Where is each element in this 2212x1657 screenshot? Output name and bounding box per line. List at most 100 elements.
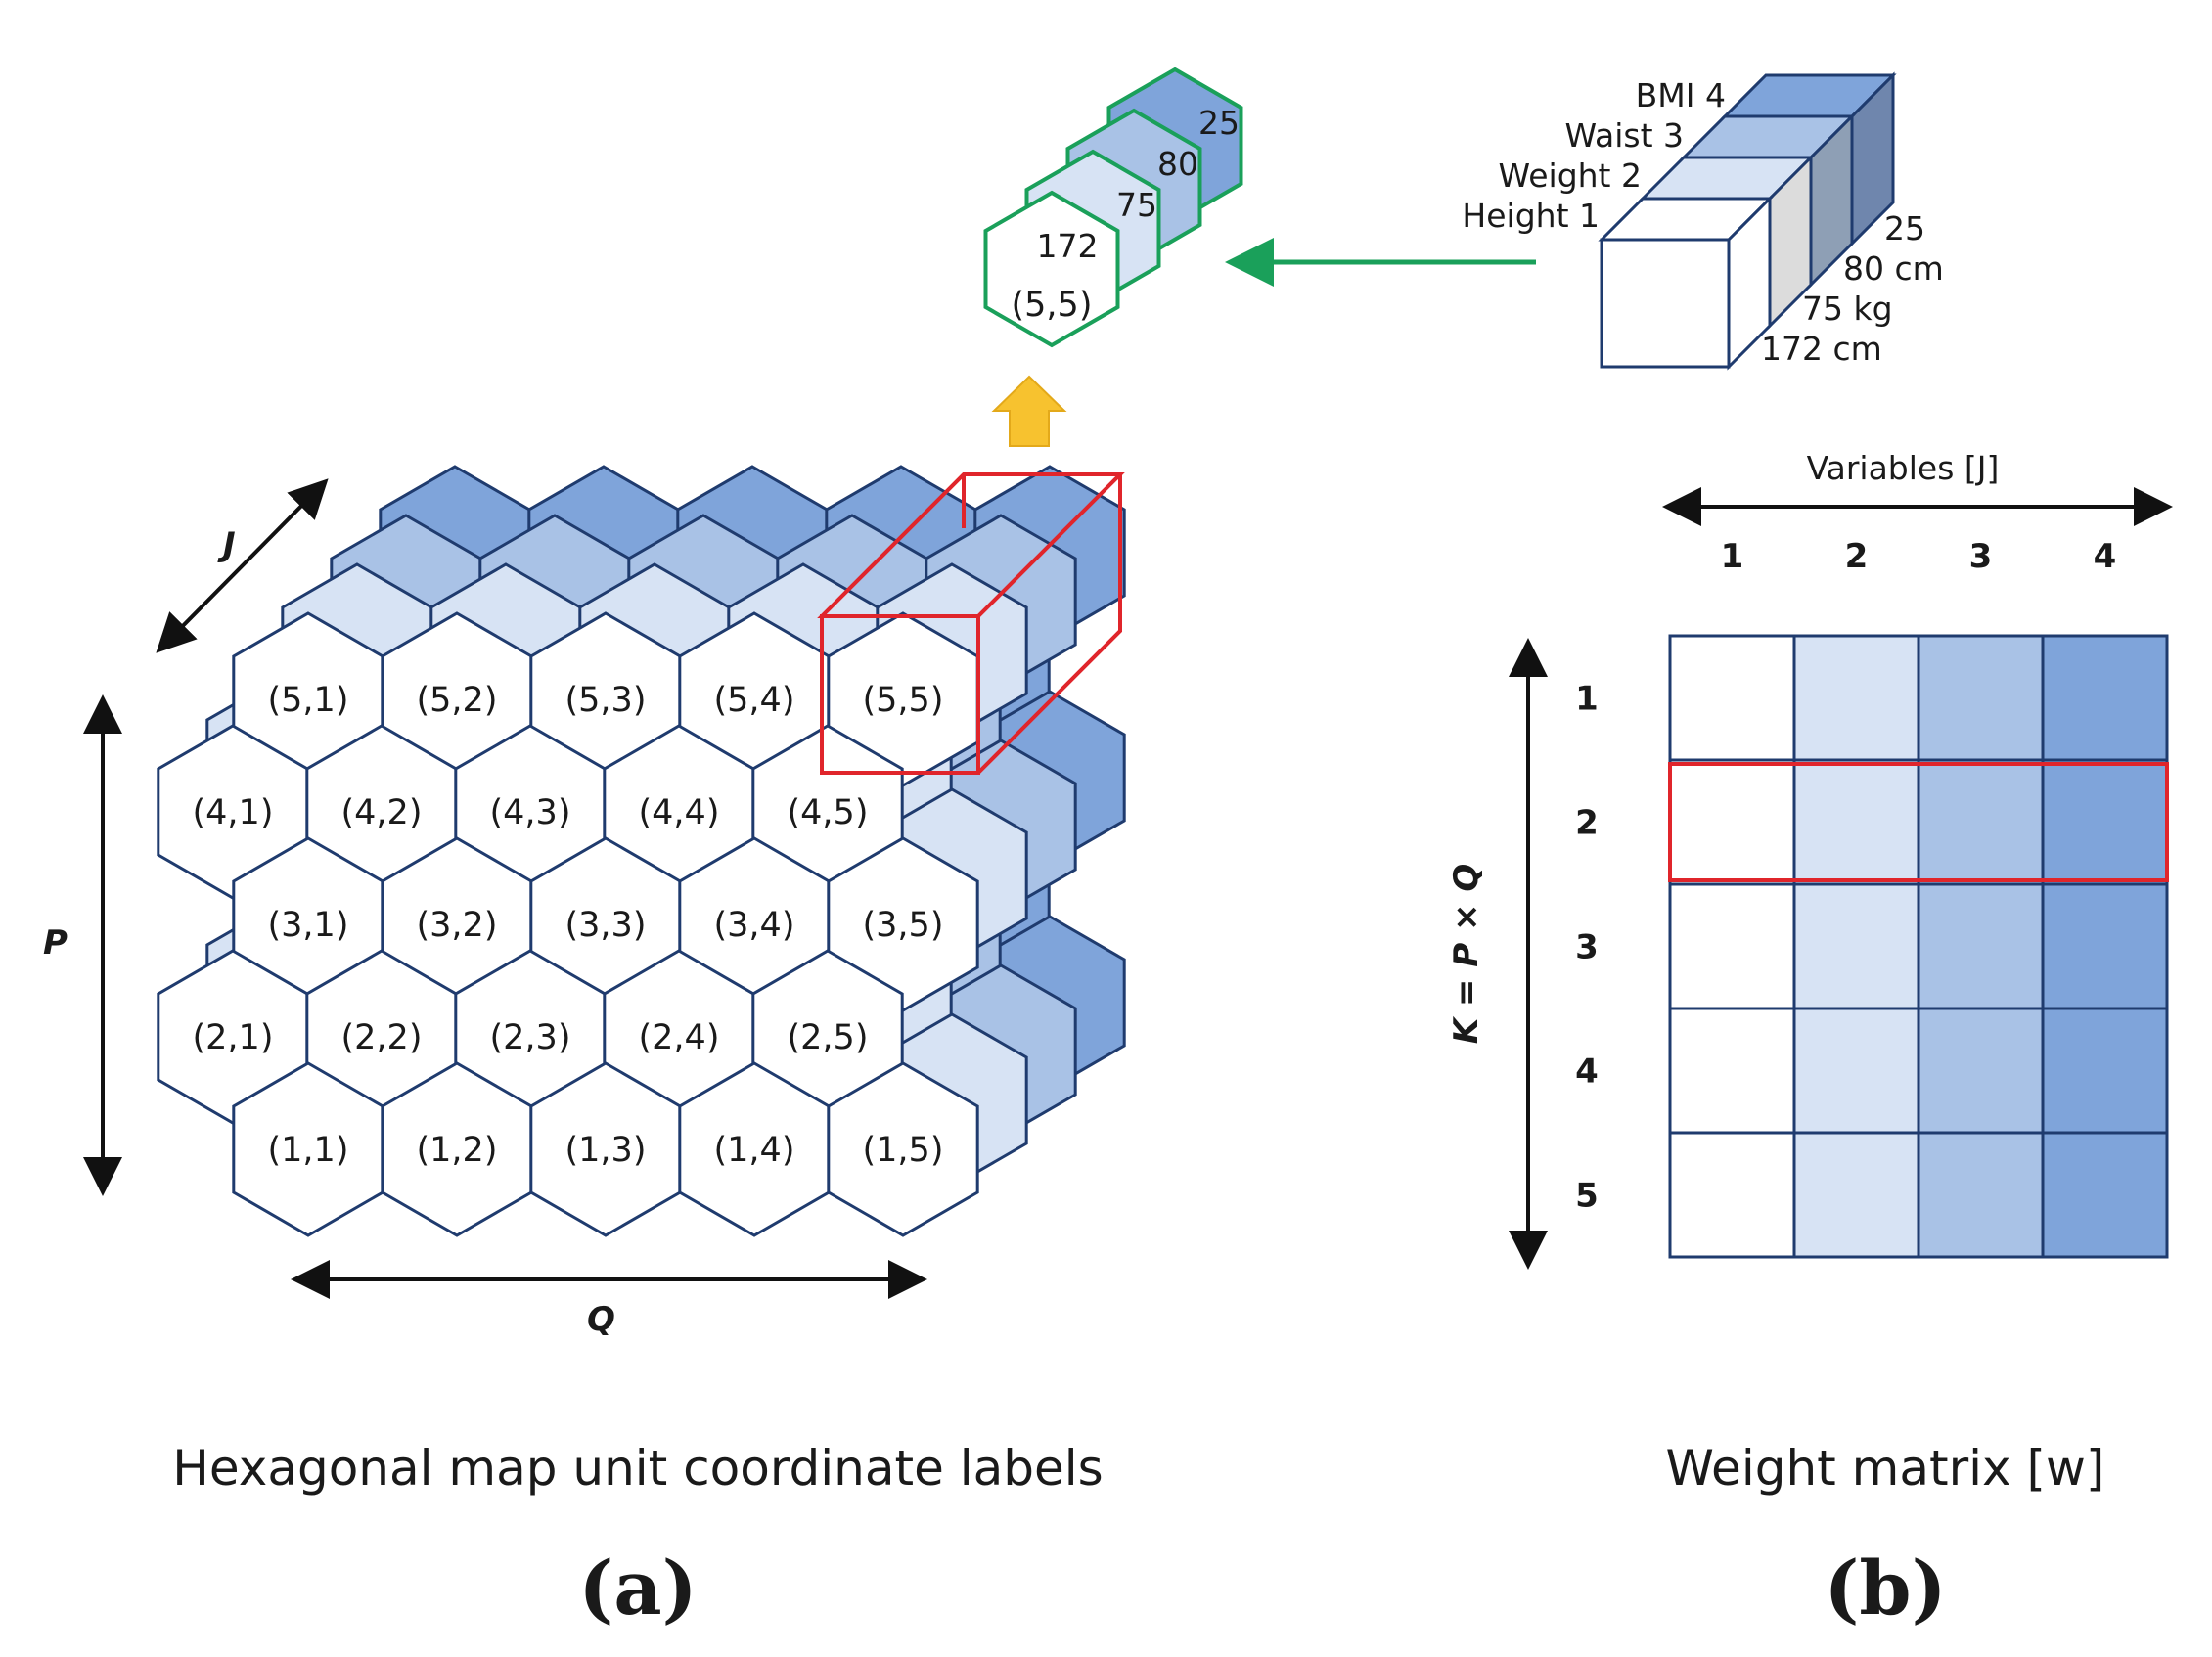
matrix-column-indices: 1 2 3 4: [1721, 537, 2117, 576]
matrix-cell: [2041, 1007, 2169, 1135]
hex-coordinate-label: (5,3): [565, 681, 647, 720]
row-index: 1: [1575, 680, 1599, 719]
column-index: 1: [1721, 537, 1744, 576]
stack-value: 75: [1116, 186, 1157, 224]
map-unit-hex: (1,2): [381, 1061, 533, 1237]
map-unit-hex: (2,4): [603, 949, 755, 1125]
variable-value-label: 172 cm: [1761, 330, 1882, 368]
row-index: 4: [1575, 1052, 1599, 1092]
hex-coordinate-label: (1,2): [417, 1131, 498, 1170]
map-unit-hex: (3,1): [232, 836, 384, 1012]
hex-coordinate-label: (3,4): [714, 906, 795, 945]
stack-hex: [983, 190, 1120, 348]
row-index: 2: [1575, 804, 1599, 843]
matrix-x-title: Variables [J]: [1807, 449, 2000, 487]
matrix-cell: [2041, 882, 2169, 1010]
hex-coordinate-label: (2,4): [639, 1018, 720, 1057]
column-index: 2: [1845, 537, 1869, 576]
axis-j-label: J: [217, 525, 236, 564]
hex-coordinate-label: (5,2): [417, 681, 498, 720]
matrix-cell: [1917, 634, 2045, 762]
map-unit-hex: (5,2): [381, 611, 533, 787]
hex-coordinate-label: (1,5): [863, 1131, 944, 1170]
matrix-row-indices: 1 2 3 4 5: [1575, 680, 1599, 1216]
matrix-y-title: K = P × Q: [1447, 864, 1486, 1045]
matrix-cell: [2041, 1131, 2169, 1259]
axis-j-arrow: [156, 478, 329, 653]
hex-coordinate-label: (5,4): [714, 681, 795, 720]
hex-cell: [827, 1061, 979, 1237]
variable-name-label: Height 1: [1462, 197, 1600, 235]
stack-value: 80: [1157, 145, 1198, 183]
matrix-cell: [2041, 758, 2169, 886]
column-index: 3: [1969, 537, 1993, 576]
row-index: 5: [1575, 1177, 1599, 1216]
hex-coordinate-label: (5,1): [268, 681, 349, 720]
hex-coordinate-label: (4,2): [341, 793, 423, 832]
hex-coordinate-label: (4,1): [193, 793, 274, 832]
map-unit-hex: (5,1): [232, 611, 384, 787]
hex-coordinate-label: (2,3): [490, 1018, 571, 1057]
up-arrow-icon: [991, 375, 1067, 447]
matrix-cell: [2041, 634, 2169, 762]
variable-value-label: 25: [1884, 209, 1925, 247]
map-unit-hex: (1,1): [232, 1061, 384, 1237]
variable-name-label: BMI 4: [1636, 76, 1726, 114]
map-unit-hex: (4,4): [603, 724, 755, 900]
matrix-cell: [1668, 758, 1796, 886]
hex-coordinate-label: (3,3): [565, 906, 647, 945]
hex-coordinate-label: (1,3): [565, 1131, 647, 1170]
variable-value-label: 75 kg: [1802, 290, 1893, 328]
hex-coordinate-label: (3,5): [863, 906, 944, 945]
stack-value: 172: [1037, 227, 1099, 265]
hex-coordinate-label: (5,5): [863, 681, 944, 720]
variable-name-label: Weight 2: [1499, 157, 1642, 195]
map-unit-hex: (2,5): [751, 949, 904, 1125]
axis-p-label: P: [43, 923, 68, 963]
matrix-cell: [1917, 758, 2045, 886]
map-unit-hex: (2,1): [157, 949, 309, 1125]
map-unit-hex: (4,1): [157, 724, 309, 900]
matrix-cell: [1792, 634, 1920, 762]
matrix-cell: [1792, 758, 1920, 886]
matrix-cell: [1668, 882, 1796, 1010]
variable-value-label: 80 cm: [1843, 249, 1944, 288]
hex-coordinate-label: (4,5): [788, 793, 869, 832]
matrix-cell: [1917, 1131, 2045, 1259]
matrix-cell: [1668, 634, 1796, 762]
map-unit-hex: (1,4): [678, 1061, 831, 1237]
row-index: 3: [1575, 928, 1599, 967]
variable-name-label: Waist 3: [1564, 116, 1684, 155]
matrix-cell: [1792, 1131, 1920, 1259]
matrix-cell: [1668, 1131, 1796, 1259]
hex-coordinate-label: (2,2): [341, 1018, 423, 1057]
matrix-cell: [1917, 1007, 2045, 1135]
panel-b-label: (b): [1824, 1545, 1946, 1632]
map-unit-hex: (2,2): [305, 949, 458, 1125]
hex-coordinate-label: (1,4): [714, 1131, 795, 1170]
panel-a-label: (a): [578, 1545, 697, 1632]
matrix-caption: Weight matrix [w]: [1666, 1440, 2105, 1497]
hex-coordinate-label: (4,3): [490, 793, 571, 832]
hex-coordinate-label: (3,1): [268, 906, 349, 945]
map-unit-hex: (1,5): [827, 1061, 979, 1237]
hex-coordinate-label: (1,1): [268, 1131, 349, 1170]
axis-q-label: Q: [587, 1300, 615, 1339]
matrix-cell: [1917, 882, 2045, 1010]
selected-unit-prism: [817, 472, 1125, 775]
vector-box-front: [1600, 238, 1731, 369]
stack-value: 25: [1198, 104, 1240, 142]
stack-unit-label: (5,5): [1012, 286, 1093, 325]
map-unit-hex: (5,4): [678, 611, 831, 787]
highlighted-row: [1668, 762, 2169, 882]
map-caption: Hexagonal map unit coordinate labels: [172, 1440, 1103, 1497]
matrix-cell: [1792, 882, 1920, 1010]
weight-matrix-grid: [1668, 634, 2169, 1259]
matrix-cell: [1792, 1007, 1920, 1135]
column-index: 4: [2094, 537, 2117, 576]
hex-map-front-layer: (5,1) (5,2) (5,3) (5,4) (5,5) (4,1) (4,2) (4,3)…: [157, 611, 979, 1237]
hex-coordinate-label: (2,1): [193, 1018, 274, 1057]
